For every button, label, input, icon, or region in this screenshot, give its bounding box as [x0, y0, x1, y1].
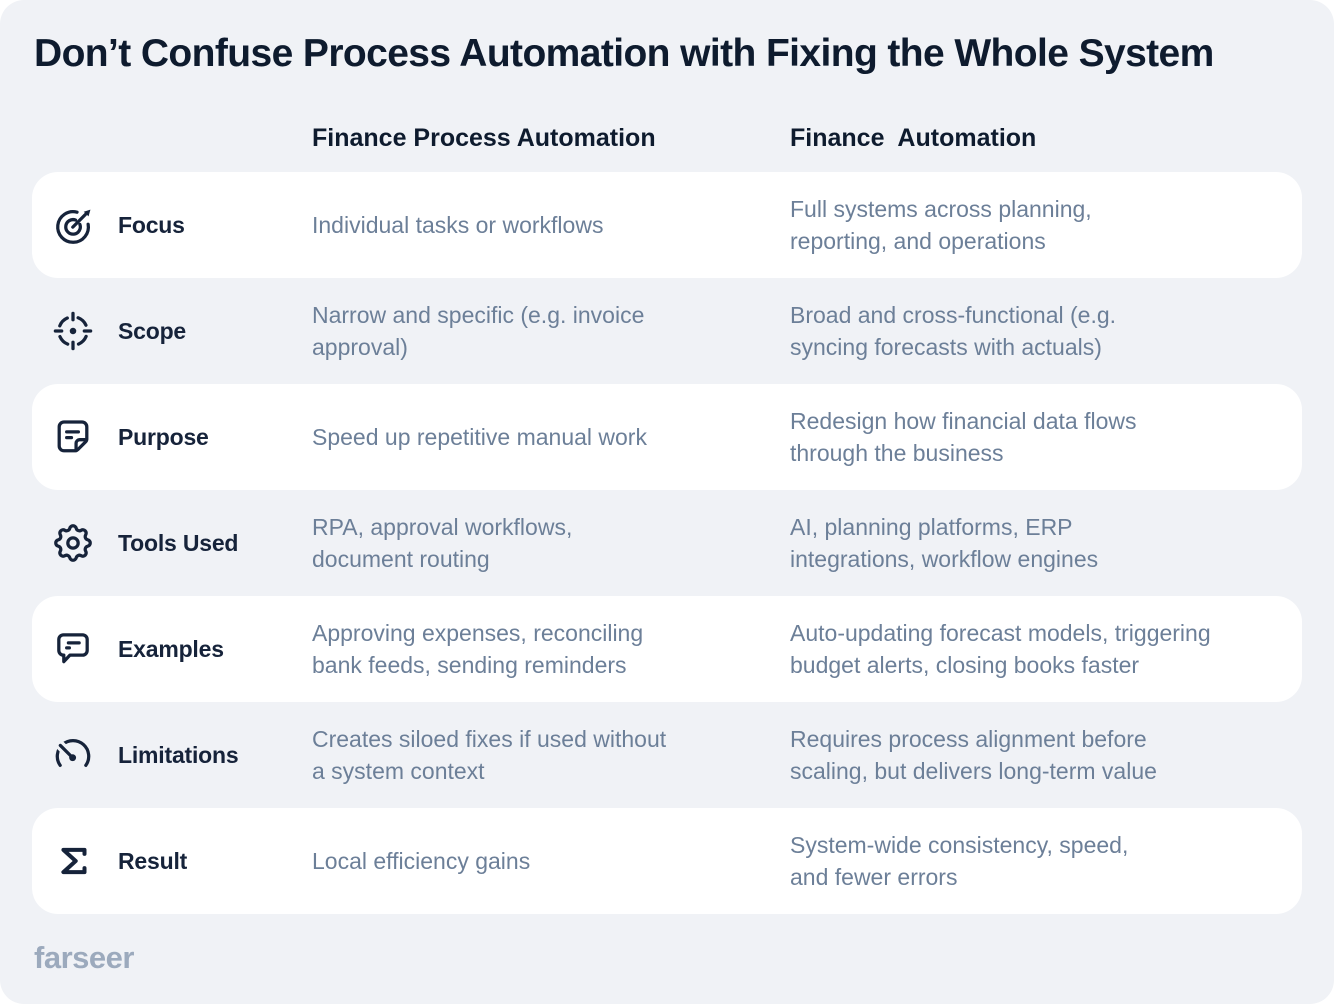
- cell-result-process: Local efficiency gains: [312, 848, 531, 874]
- gauge-icon: [50, 732, 118, 778]
- cell-scope-process: Narrow and specific (e.g. invoice approv…: [312, 302, 645, 360]
- table-row-focus: Focus Individual tasks or workflows Full…: [32, 172, 1302, 278]
- row-label-examples: Examples: [118, 635, 224, 662]
- table-row-result: Result Local efficiency gains System-wid…: [32, 808, 1302, 914]
- row-label-tools-used: Tools Used: [118, 529, 239, 556]
- note-icon: [50, 414, 118, 460]
- row-label-focus: Focus: [118, 211, 185, 238]
- row-label-result: Result: [118, 847, 188, 874]
- row-label-purpose: Purpose: [118, 423, 209, 450]
- cell-limitations-system: Requires process alignment before scalin…: [790, 726, 1157, 784]
- cell-purpose-process: Speed up repetitive manual work: [312, 424, 647, 450]
- target-arrow-icon: [50, 202, 118, 248]
- comparison-table: Focus Individual tasks or workflows Full…: [32, 172, 1302, 914]
- table-row-examples: Examples Approving expenses, reconciling…: [32, 596, 1302, 702]
- row-label-scope: Scope: [118, 317, 187, 344]
- sigma-icon: [50, 838, 118, 884]
- cell-focus-process: Individual tasks or workflows: [312, 212, 604, 238]
- cell-limitations-process: Creates siloed fixes if used without a s…: [312, 726, 667, 784]
- page-title: Don’t Confuse Process Automation with Fi…: [34, 32, 1214, 75]
- farseer-logo: farseer: [34, 940, 134, 975]
- cell-focus-system: Full systems across planning, reporting,…: [790, 196, 1092, 254]
- cell-tools-process: RPA, approval workflows, document routin…: [312, 514, 573, 572]
- chat-bubble-icon: [50, 626, 118, 672]
- crosshair-icon: [50, 308, 118, 354]
- cell-result-system: System-wide consistency, speed, and fewe…: [790, 832, 1129, 890]
- cell-purpose-system: Redesign how financial data flows throug…: [790, 408, 1137, 466]
- row-label-limitations: Limitations: [118, 741, 239, 768]
- cell-scope-system: Broad and cross-functional (e.g. syncing…: [790, 302, 1117, 360]
- table-row-tools-used: Tools Used RPA, approval workflows, docu…: [32, 490, 1302, 596]
- gear-icon: [50, 520, 118, 566]
- cell-examples-system: Auto-updating forecast models, triggerin…: [790, 620, 1211, 678]
- column-header-finance-automation: Finance Automation: [790, 124, 1037, 152]
- cell-tools-system: AI, planning platforms, ERP integrations…: [790, 514, 1099, 572]
- header-spacer: [50, 122, 118, 154]
- table-row-purpose: Purpose Speed up repetitive manual work …: [32, 384, 1302, 490]
- table-row-limitations: Limitations Creates siloed fixes if used…: [32, 702, 1302, 808]
- table-header: Finance Process Automation Finance Autom…: [32, 122, 1302, 154]
- header-spacer: [118, 122, 312, 154]
- table-row-scope: Scope Narrow and specific (e.g. invoice …: [32, 278, 1302, 384]
- cell-examples-process: Approving expenses, reconciling bank fee…: [312, 620, 644, 678]
- column-header-finance-process-automation: Finance Process Automation: [312, 124, 656, 152]
